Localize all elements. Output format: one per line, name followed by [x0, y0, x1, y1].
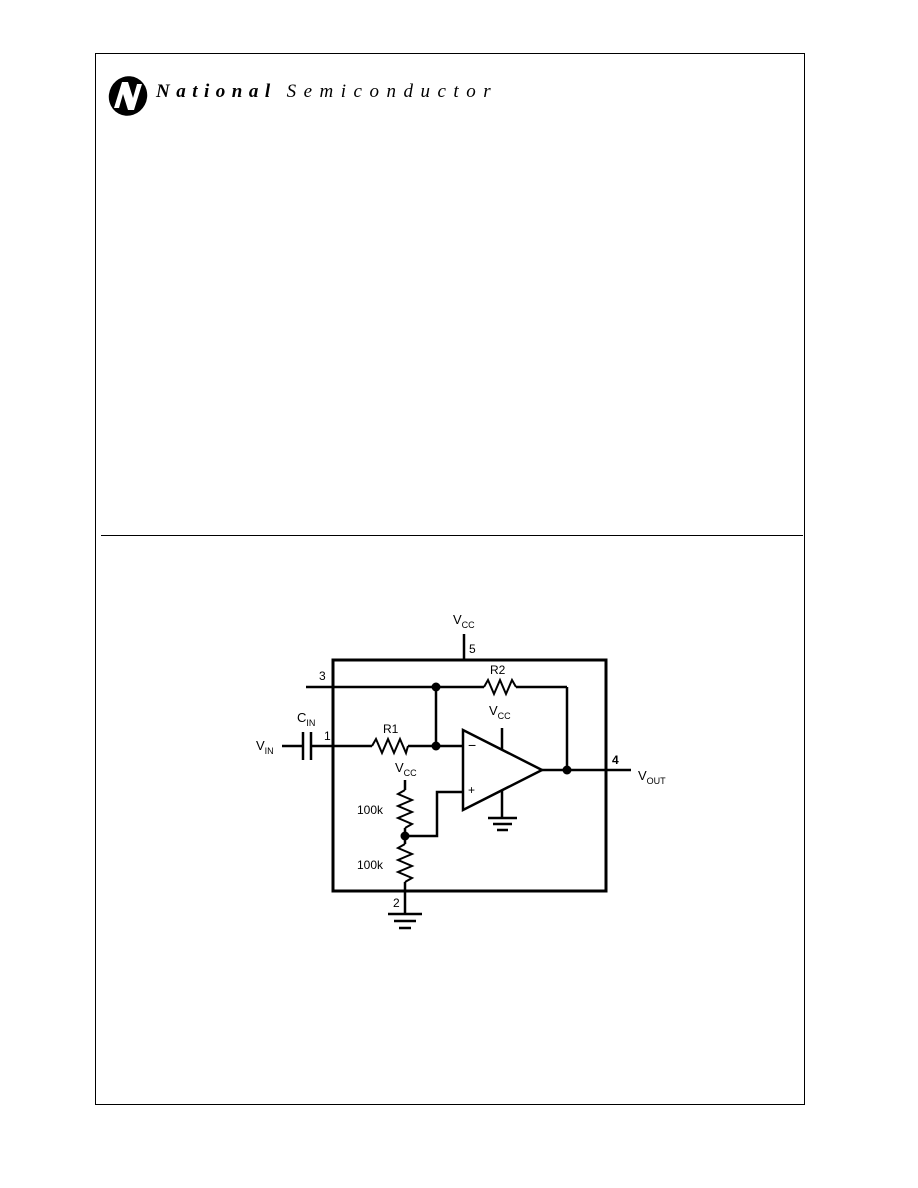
brand-semiconductor: Semiconductor: [286, 81, 499, 102]
opamp-minus-sign: −: [468, 737, 476, 753]
ic-package-outline: [331, 658, 608, 893]
pin3-label: 3: [319, 669, 326, 683]
node-junction-inverting: [431, 741, 441, 751]
opamp-plus-sign: +: [468, 783, 475, 797]
node-junction-output: [562, 765, 572, 775]
resistor-lower-label: 100k: [357, 858, 384, 872]
resistor-r2: [483, 677, 517, 697]
pin5-label: 5: [469, 642, 476, 656]
circuit-schematic: VCC 5 3 R2 VIN CIN 1 R1 − + VCC 4 VOUT V…: [256, 612, 666, 930]
vin-label: VIN: [256, 738, 274, 756]
node-junction-divider: [400, 831, 410, 841]
vcc-top-label: VCC: [453, 612, 475, 630]
pin4-label: 4: [612, 753, 619, 767]
vcc-divider-label: VCC: [395, 760, 417, 778]
national-semiconductor-logo-icon: [108, 76, 148, 116]
resistor-upper-label: 100k: [357, 803, 384, 817]
cin-label: CIN: [297, 710, 315, 728]
resistor-r1: [371, 736, 409, 756]
r2-label: R2: [490, 663, 506, 677]
page-frame: [95, 53, 805, 1105]
pin2-label: 2: [393, 896, 400, 910]
r1-label: R1: [383, 722, 399, 736]
section-divider: [101, 535, 803, 536]
brand-national: National: [156, 81, 277, 102]
resistor-100k-lower: [395, 843, 415, 883]
resistor-100k-upper: [395, 789, 415, 829]
noninverting-bias-wire: [405, 790, 463, 838]
vcc-opamp-label: VCC: [489, 703, 511, 721]
brand-name: National Semiconductor: [156, 81, 498, 103]
vout-label: VOUT: [638, 768, 666, 786]
pin1-label: 1: [324, 729, 331, 743]
